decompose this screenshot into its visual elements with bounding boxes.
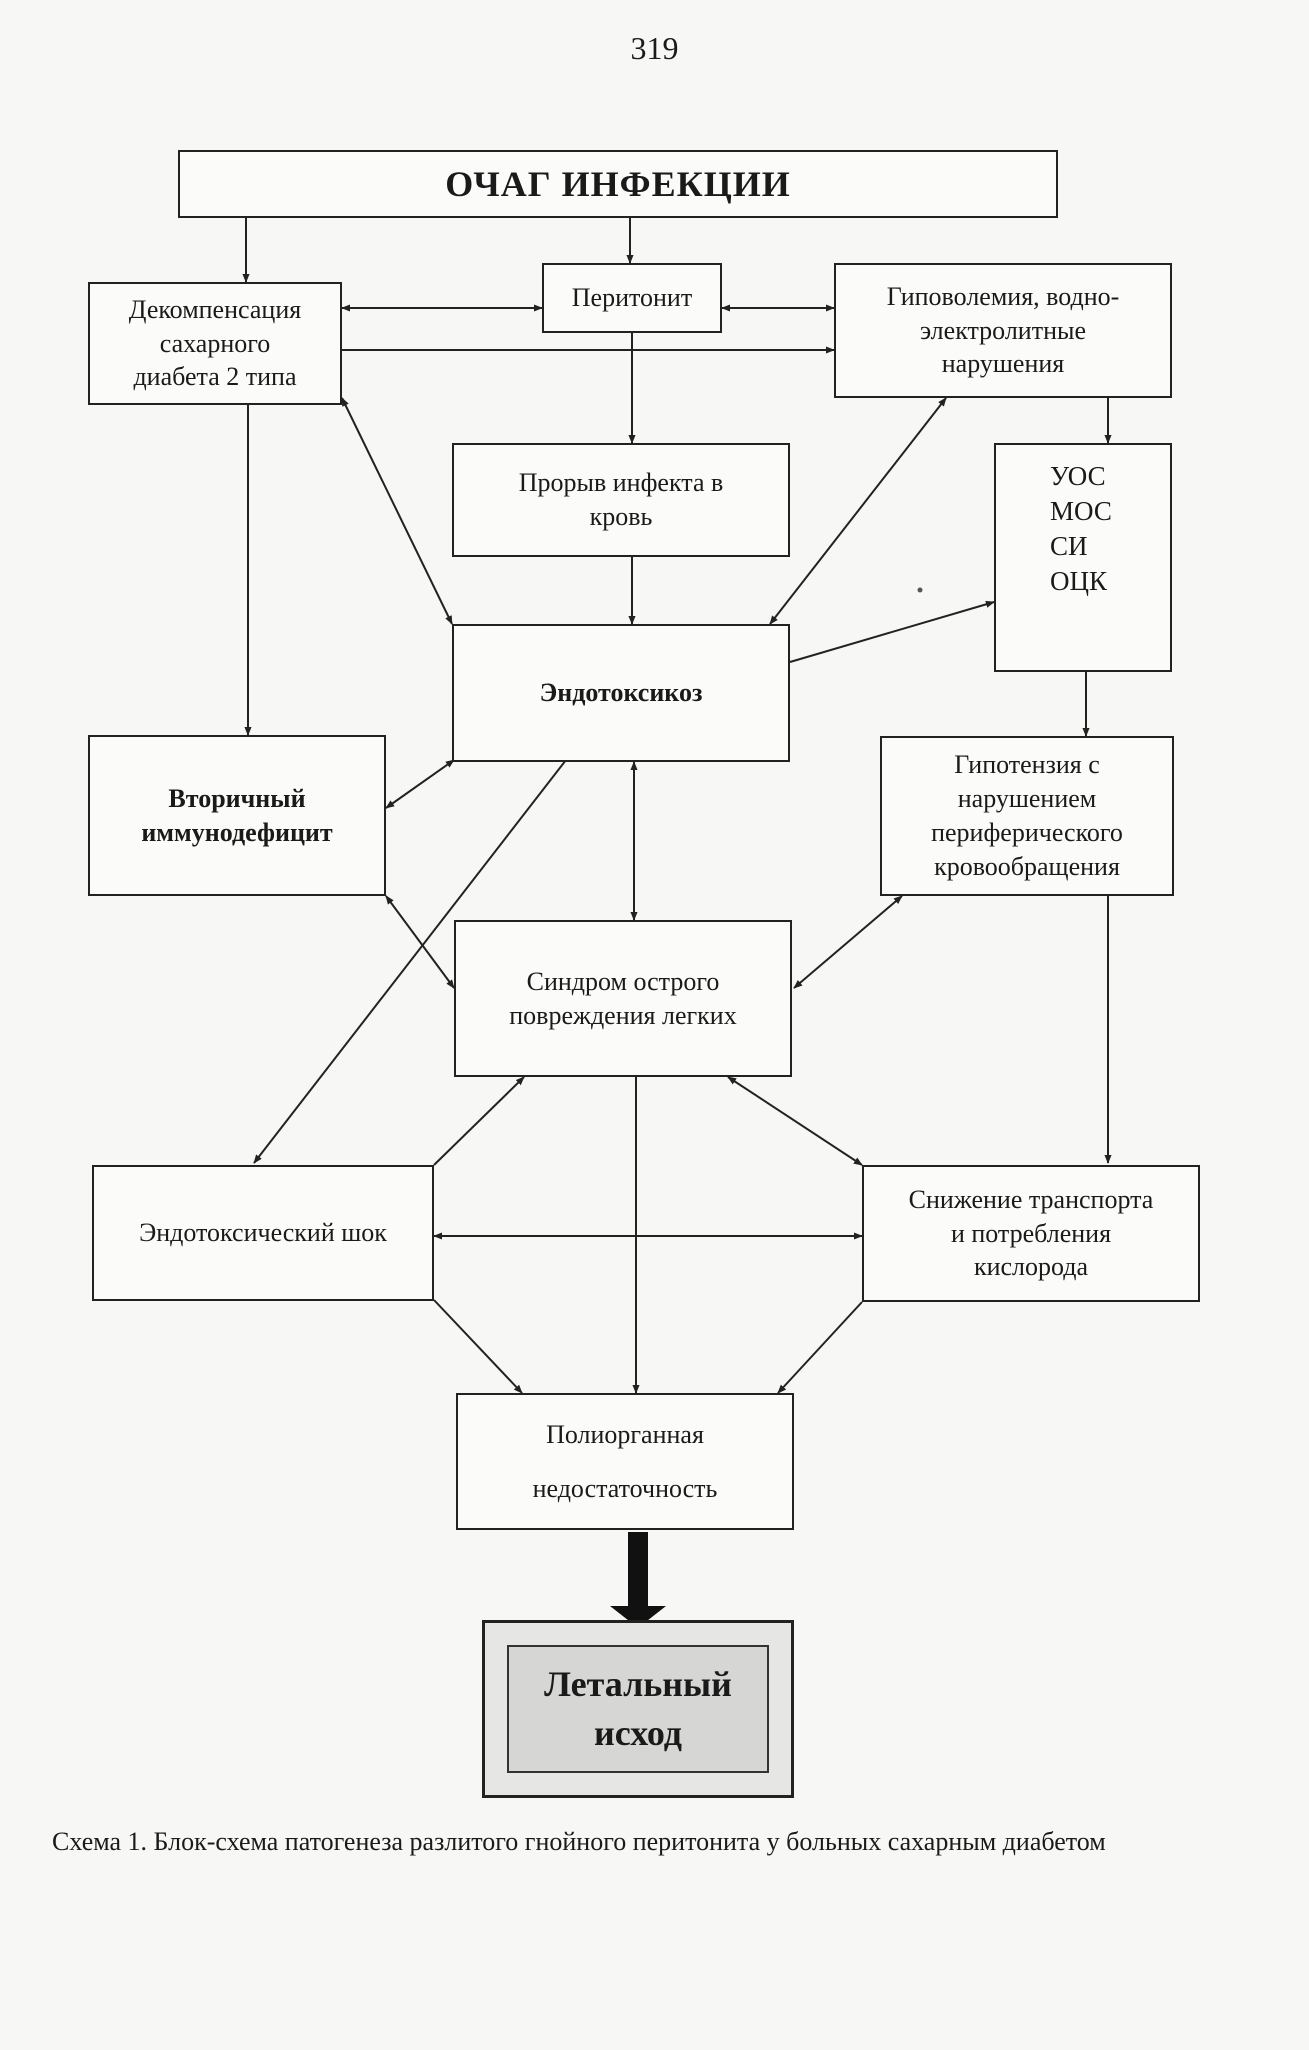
param-mos: МОС	[1050, 496, 1112, 527]
lung-box: Синдром острого повреждения легких	[454, 920, 792, 1077]
oxygen-label: Снижение транспорта и потребления кислор…	[908, 1184, 1154, 1282]
page-number: 319	[630, 30, 679, 66]
peritonitis-label: Перитонит	[571, 283, 693, 313]
param-si: СИ	[1050, 531, 1088, 562]
breakthrough-label: Прорыв инфекта в кровь	[518, 468, 724, 531]
oxygen-box: Снижение транспорта и потребления кислор…	[862, 1165, 1200, 1302]
arrow-endotox-immuno	[385, 759, 455, 809]
dot-mark	[917, 587, 923, 593]
immuno-label: Вторичный иммунодефицит	[141, 783, 333, 847]
shock-box: Эндотоксический шок	[92, 1165, 434, 1301]
decomp-box: Декомпенсация сахарного диабета 2 типа	[88, 282, 342, 405]
hypovolemia-label: Гиповолемия, водно- электролитные наруше…	[886, 281, 1120, 379]
arrow-decomp-endotox	[341, 397, 453, 625]
mof-box: Полиорганная недостаточность	[456, 1393, 794, 1530]
breakthrough-box: Прорыв инфекта в кровь	[452, 443, 790, 557]
mof-label: Полиорганная недостаточность	[532, 1419, 718, 1504]
lung-label: Синдром острого повреждения легких	[509, 966, 737, 1030]
hypotension-box: Гипотензия с нарушением периферического …	[880, 736, 1174, 896]
arrow-oxygen-mof	[777, 1301, 863, 1394]
arrow-immuno-lung	[385, 895, 455, 989]
param-ock: ОЦК	[1050, 566, 1108, 597]
thick-arrow-mof-death	[610, 1532, 666, 1628]
shock-label: Эндотоксический шок	[139, 1218, 387, 1248]
arrow-hypovolemia-endotox	[769, 397, 947, 625]
param-uos: УОС	[1050, 461, 1106, 491]
decomp-label: Декомпенсация сахарного диабета 2 типа	[128, 294, 302, 392]
params-list: УОС МОС СИ ОЦК	[1050, 459, 1112, 599]
focus-label: ОЧАГ ИНФЕКЦИИ	[445, 163, 791, 204]
focus-box: ОЧАГ ИНФЕКЦИИ	[178, 150, 1058, 218]
arrow-lung-shock	[433, 1076, 525, 1166]
params-box: УОС МОС СИ ОЦК	[994, 443, 1172, 672]
arrow-lung-oxygen	[727, 1076, 863, 1166]
immuno-box: Вторичный иммунодефицит	[88, 735, 386, 896]
peritonitis-box: Перитонит	[542, 263, 722, 333]
endotox-box: Эндотоксикоз	[452, 624, 790, 762]
endotox-label: Эндотоксикоз	[539, 678, 703, 708]
hypovolemia-box: Гиповолемия, водно- электролитные наруше…	[834, 263, 1172, 398]
death-box: Летальный исход	[482, 1620, 794, 1798]
figure-caption: Схема 1. Блок-схема патогенеза разлитого…	[52, 1827, 1106, 1856]
arrow-endotox-params	[789, 600, 995, 663]
hypotension-label: Гипотензия с нарушением периферического …	[931, 750, 1123, 881]
arrow-hypotension-lung	[793, 895, 903, 989]
death-label: Летальный исход	[507, 1645, 769, 1773]
arrow-shock-mof	[433, 1299, 523, 1394]
